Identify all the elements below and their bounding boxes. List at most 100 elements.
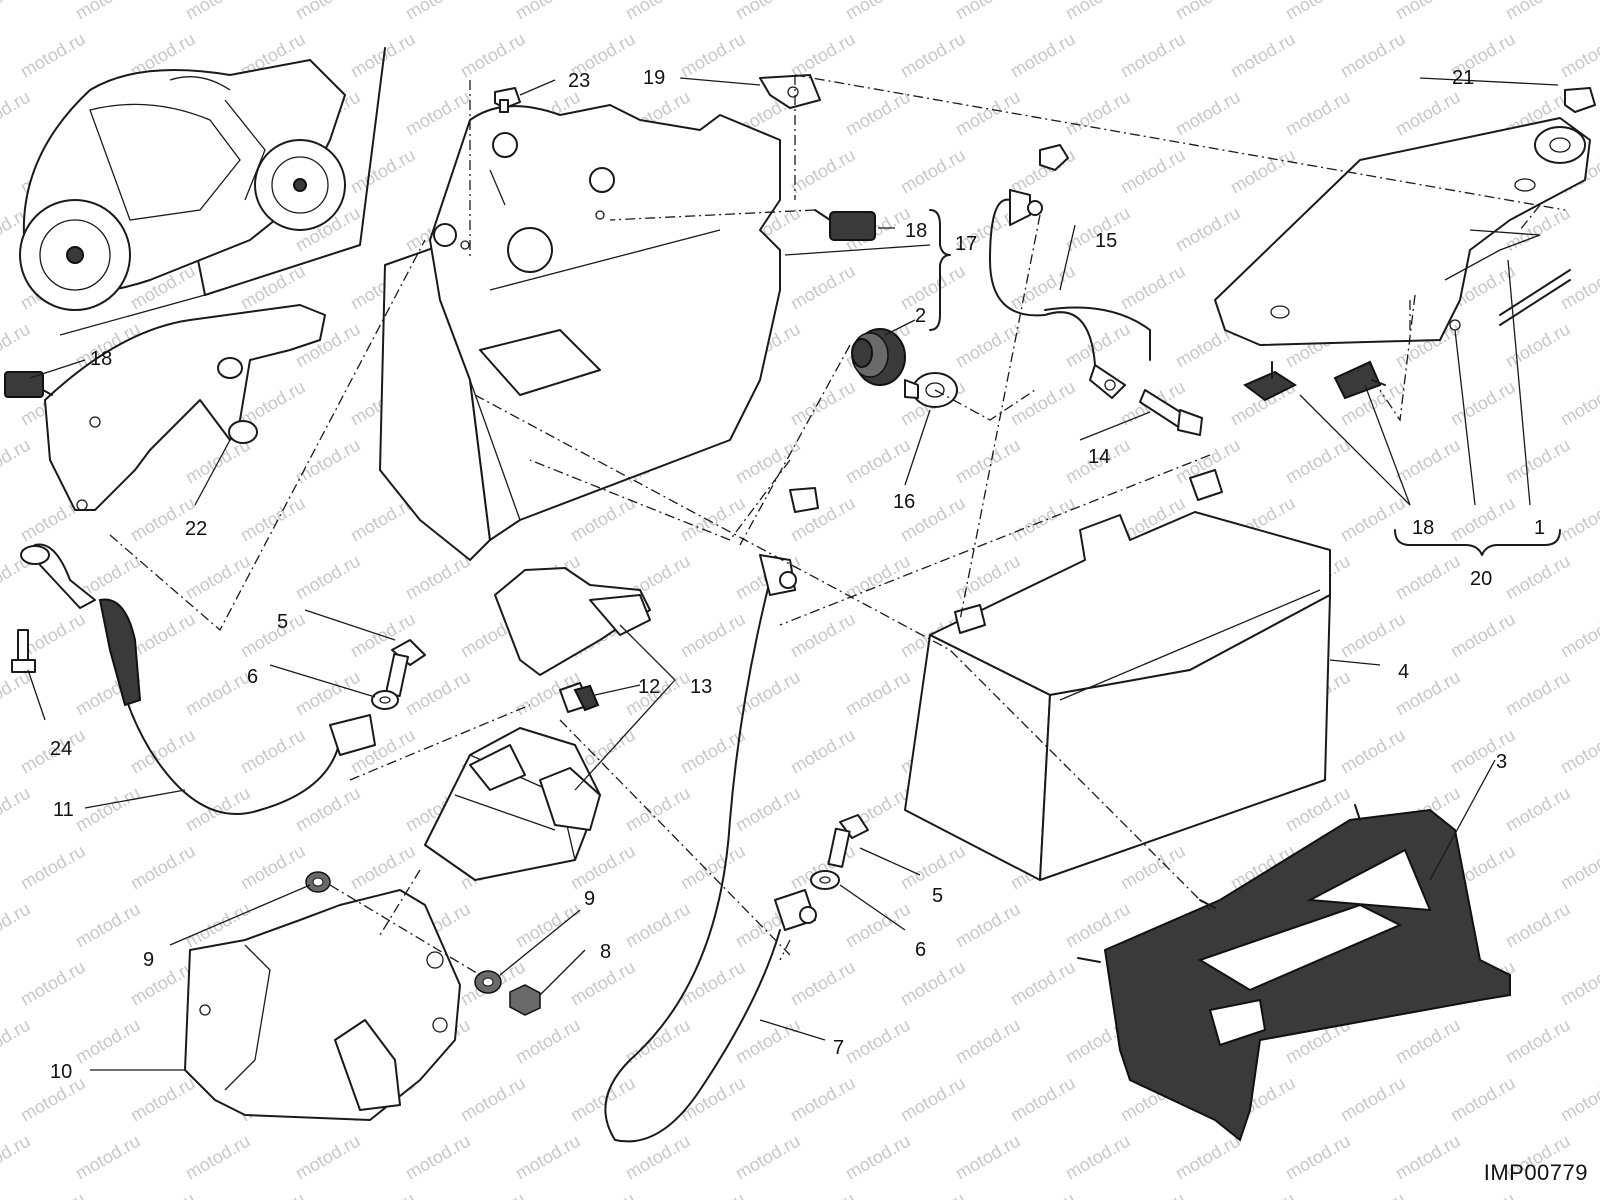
watermark-text: motod.ru: [182, 0, 254, 23]
watermark-text: motod.ru: [1337, 1073, 1409, 1126]
watermark-text: motod.ru: [732, 435, 804, 488]
callout-8: 8: [600, 941, 611, 963]
watermark-text: motod.ru: [1282, 435, 1354, 488]
part-3-strap: [1077, 804, 1511, 1142]
part-11-cable: [20, 543, 376, 815]
watermark-text: motod.ru: [17, 1189, 89, 1200]
watermark-text: motod.ru: [1337, 725, 1409, 778]
watermark-text: motod.ru: [0, 87, 34, 140]
watermark-text: motod.ru: [1337, 1189, 1409, 1200]
callout-6-left: 6: [247, 666, 258, 688]
watermark-text: motod.ru: [1117, 29, 1189, 82]
watermark-text: motod.ru: [1447, 609, 1519, 662]
watermark-text: motod.ru: [842, 1131, 914, 1184]
part-5-bolt-right: [827, 814, 869, 868]
watermark-text: motod.ru: [897, 1073, 969, 1126]
watermark-text: motod.ru: [72, 1131, 144, 1184]
drawing-code: IMP00779: [1483, 1160, 1588, 1185]
watermark-text: motod.ru: [237, 841, 309, 894]
watermark-text: motod.ru: [1502, 551, 1574, 604]
watermark-text: motod.ru: [732, 783, 804, 836]
watermark-text: motod.ru: [952, 1015, 1024, 1068]
part-10-holder: [184, 889, 461, 1121]
watermark-text: motod.ru: [1557, 1073, 1600, 1126]
watermark-text: motod.ru: [732, 0, 804, 23]
watermark-text: motod.ru: [1447, 377, 1519, 430]
watermark-text: motod.ru: [237, 725, 309, 778]
watermark-text: motod.ru: [127, 1073, 199, 1126]
leader-lines: [27, 77, 1559, 1071]
watermark-text: motod.ru: [1007, 1189, 1079, 1200]
watermark-text: motod.ru: [237, 609, 309, 662]
watermark-text: motod.ru: [1007, 377, 1079, 430]
watermark-text: motod.ru: [567, 1073, 639, 1126]
watermark-text: motod.ru: [182, 551, 254, 604]
watermark-text: motod.ru: [0, 319, 34, 372]
callout-18-left: 18: [90, 348, 112, 370]
watermark-text: motod.ru: [127, 609, 199, 662]
watermark-text: motod.ru: [787, 1189, 859, 1200]
watermark-text: motod.ru: [0, 1015, 34, 1068]
watermark-text: motod.ru: [787, 261, 859, 314]
watermark-text: motod.ru: [1502, 435, 1574, 488]
watermark-text: motod.ru: [952, 0, 1024, 23]
watermark-text: motod.ru: [292, 551, 364, 604]
callout-12: 12: [638, 676, 660, 698]
watermark-text: motod.ru: [787, 957, 859, 1010]
watermark-text: motod.ru: [1392, 1015, 1464, 1068]
part-4-battery: [904, 469, 1331, 881]
callout-21: 21: [1452, 67, 1474, 89]
watermark-text: motod.ru: [1062, 319, 1134, 372]
watermark-text: motod.ru: [72, 783, 144, 836]
watermark-text: motod.ru: [1557, 493, 1600, 546]
watermark-text: motod.ru: [0, 435, 34, 488]
part-18-pad-upper: [814, 209, 876, 241]
watermark-text: motod.ru: [1557, 725, 1600, 778]
watermark-text: motod.ru: [0, 667, 34, 720]
callout-labels: 1 2 3 4 5 5 6 6 7 8 9 9 10 11 12 13 14 1…: [50, 67, 1545, 1083]
watermark-text: motod.ru: [1227, 29, 1299, 82]
watermark-text: motod.ru: [237, 1189, 309, 1200]
watermark-text: motod.ru: [622, 1015, 694, 1068]
watermark-text: motod.ru: [292, 435, 364, 488]
watermark-text: motod.ru: [1007, 493, 1079, 546]
watermark-text: motod.ru: [1502, 783, 1574, 836]
watermark-text: motod.ru: [1282, 0, 1354, 23]
watermark-text: motod.ru: [677, 493, 749, 546]
watermark-text: motod.ru: [897, 1189, 969, 1200]
group-brace-17: [929, 209, 951, 331]
watermark-text: motod.ru: [897, 261, 969, 314]
assembly-lines: [109, 74, 1566, 976]
watermark-text: motod.ru: [1557, 261, 1600, 314]
part-20-bracket: [1214, 87, 1596, 346]
watermark-text: motod.ru: [512, 1015, 584, 1068]
watermark-text: motod.ru: [677, 1073, 749, 1126]
watermark-text: motod.ru: [1007, 29, 1079, 82]
part-13-relay-body: [424, 727, 601, 881]
callout-3: 3: [1496, 751, 1507, 773]
watermark-text: motod.ru: [402, 667, 474, 720]
watermark-text: motod.ru: [457, 1073, 529, 1126]
watermark-text: motod.ru: [1282, 87, 1354, 140]
callout-5-right: 5: [932, 885, 943, 907]
part-8-nut: [509, 984, 541, 1016]
callout-20: 20: [1470, 568, 1492, 590]
part-7-cable: [604, 487, 819, 1143]
watermark-text: motod.ru: [1337, 29, 1409, 82]
part-14-bolt: [1139, 389, 1203, 436]
callout-6-right: 6: [915, 939, 926, 961]
watermark-text: motod.ru: [1117, 261, 1189, 314]
watermark-text: motod.ru: [512, 899, 584, 952]
watermark-text: motod.ru: [292, 0, 364, 23]
watermark-text: motod.ru: [842, 551, 914, 604]
callout-13: 13: [690, 676, 712, 698]
watermark-text: motod.ru: [1007, 1073, 1079, 1126]
part-24-bolt: [11, 629, 36, 673]
watermark-text: motod.ru: [787, 725, 859, 778]
part-12-fuse: [559, 682, 600, 713]
watermark-text: motod.ru: [1447, 725, 1519, 778]
watermark-text: motod.ru: [1337, 493, 1409, 546]
watermark-text: motod.ru: [952, 319, 1024, 372]
watermark-text: motod.ru: [677, 29, 749, 82]
